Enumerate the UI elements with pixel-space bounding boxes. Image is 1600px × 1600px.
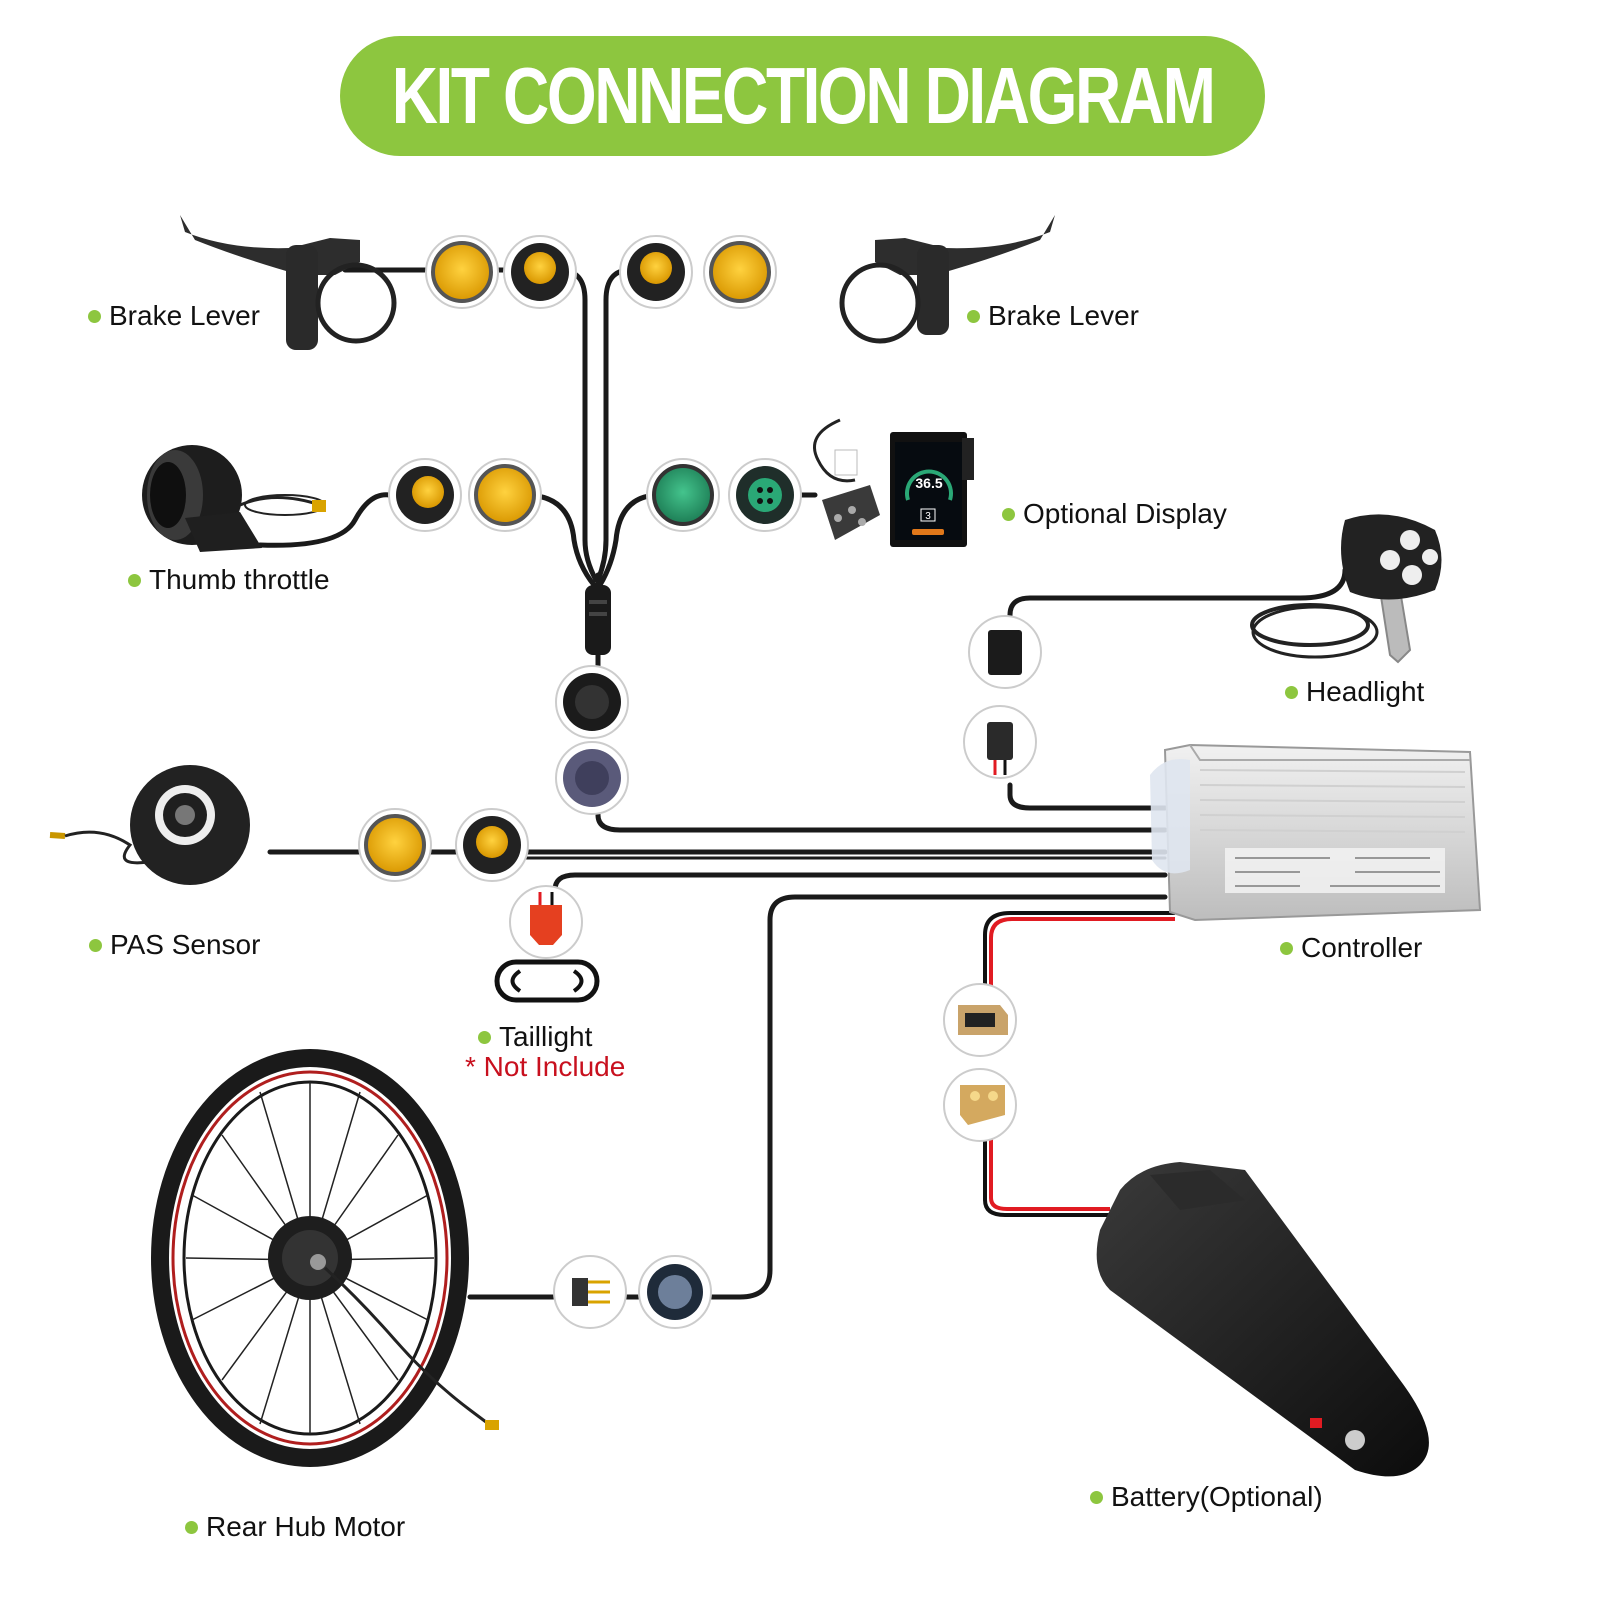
bullet-dot	[1285, 685, 1298, 699]
display-level-readout: 3	[925, 511, 931, 522]
cable-headlight-to-controller	[1007, 782, 1168, 811]
connector-throttle-yellow	[468, 458, 542, 532]
connector-brake-right-yellow	[703, 235, 777, 309]
label-text: Battery(Optional)	[1111, 1481, 1323, 1512]
connector-brake-right-black	[619, 235, 693, 309]
cable-headlight	[1007, 567, 1348, 638]
bullet-dot	[478, 1030, 491, 1044]
connector-xt60-male	[943, 1068, 1017, 1142]
cable-motor	[467, 894, 1168, 1300]
connector-display-green	[646, 458, 720, 532]
connector-brake-left-yellow	[425, 235, 499, 309]
harness-splitter	[585, 585, 611, 655]
headlight-icon	[1250, 514, 1442, 664]
thumb-throttle-icon	[142, 445, 326, 552]
cable-brake-left	[342, 267, 599, 583]
label-text: PAS Sensor	[110, 929, 261, 960]
connector-motor-socket	[638, 1255, 712, 1329]
label-text: Brake Lever	[109, 300, 260, 331]
label-text: Headlight	[1306, 676, 1425, 707]
diagram-title: KIT CONNECTION DIAGRAM	[391, 51, 1216, 140]
connector-pas-yellow	[358, 808, 432, 882]
battery-power-wires	[983, 911, 1175, 1217]
taillight-not-included-note: * Not Include	[465, 1051, 626, 1082]
label-headlight: Headlight	[1285, 676, 1424, 708]
label-controller: Controller	[1280, 932, 1422, 964]
bullet-dot	[1002, 507, 1015, 521]
pas-sensor-icon	[49, 765, 250, 885]
connector-main-plug	[555, 665, 629, 739]
label-text: Rear Hub Motor	[206, 1511, 406, 1542]
connector-xt60-female	[943, 983, 1017, 1057]
display-speed-readout: 36.5	[915, 475, 942, 491]
label-optional-display: Optional Display	[1002, 498, 1227, 530]
cable-brake-right	[595, 267, 633, 583]
label-thumb-throttle: Thumb throttle	[128, 564, 330, 596]
connector-motor-pins	[553, 1255, 627, 1329]
bullet-dot	[128, 573, 141, 587]
rear-hub-motor-icon	[151, 1049, 499, 1467]
bullet-dot	[88, 309, 101, 323]
title-banner: KIT CONNECTION DIAGRAM	[340, 36, 1265, 156]
cable-harness	[257, 267, 1348, 1300]
brake-lever-right-icon	[839, 215, 1055, 344]
connector-headlight-socket	[963, 705, 1037, 779]
connector-main-socket	[555, 741, 629, 815]
connector-throttle-black	[388, 458, 462, 532]
cable-throttle	[257, 492, 597, 588]
connector-display-socket	[728, 458, 802, 532]
label-pas-sensor: PAS Sensor	[89, 929, 260, 961]
controller-icon	[1150, 743, 1482, 922]
cable-display	[597, 492, 663, 588]
label-text: Controller	[1301, 932, 1423, 963]
label-rear-hub-motor: Rear Hub Motor	[185, 1511, 405, 1543]
connector-headlight-plug	[968, 615, 1042, 689]
bullet-dot	[1090, 1490, 1103, 1504]
label-text: Optional Display	[1023, 498, 1227, 529]
bullet-dot	[967, 309, 980, 323]
battery-icon	[1096, 1162, 1429, 1477]
cable-harness-to-controller	[595, 807, 1168, 833]
label-battery: Battery(Optional)	[1090, 1481, 1323, 1513]
taillight-icon	[494, 959, 600, 1003]
connector-pas-black	[455, 808, 529, 882]
label-brake-lever-right: Brake Lever	[967, 300, 1139, 332]
label-brake-lever-left: Brake Lever	[88, 300, 260, 332]
bullet-dot	[1280, 941, 1293, 955]
connector-brake-left-black	[503, 235, 577, 309]
connector-taillight-red	[509, 885, 583, 959]
optional-display-icon: 36.5 3	[813, 418, 974, 547]
label-text: Taillight	[499, 1021, 593, 1052]
brake-lever-left-icon	[180, 215, 397, 350]
label-taillight: Taillight	[478, 1021, 592, 1053]
label-text: Brake Lever	[988, 300, 1139, 331]
label-text: Thumb throttle	[149, 564, 330, 595]
bullet-dot	[185, 1520, 198, 1534]
bullet-dot	[89, 938, 102, 952]
